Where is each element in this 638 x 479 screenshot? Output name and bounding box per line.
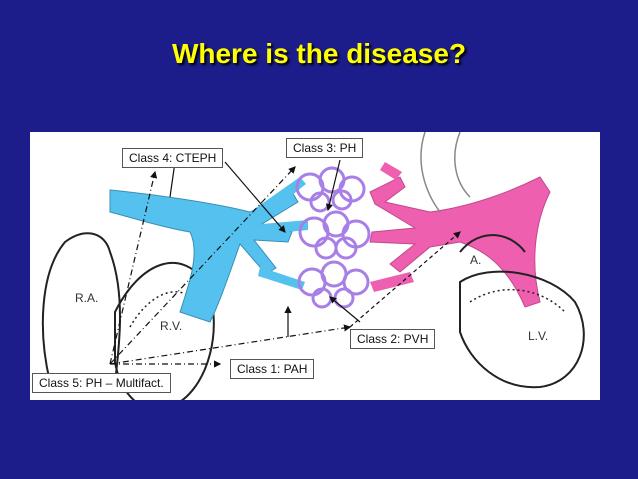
ra-label: R.A. — [75, 291, 98, 305]
right-ventricle-outline — [114, 262, 215, 411]
lv-label: L.V. — [528, 329, 548, 343]
class4-label: Class 4: CTEPH — [122, 148, 224, 168]
right-atrium-outline — [41, 232, 121, 383]
pointer-lines — [109, 159, 461, 368]
capillary-bed-upper — [295, 166, 366, 213]
class2-label: Class 2: PVH — [350, 329, 436, 349]
class5-label: Class 5: PH – Multifact. — [32, 373, 171, 393]
left-ventricle-outline — [459, 270, 585, 389]
left-atrium-outline — [459, 234, 526, 253]
capillary-bed-middle — [298, 210, 371, 260]
class3-label: Class 3: PH — [286, 138, 364, 158]
pulmonary-vein — [369, 176, 551, 308]
bottom-band — [30, 400, 600, 440]
slide-title: Where is the disease? — [171, 38, 467, 69]
rv-label: R.V. — [160, 319, 182, 333]
heart-lung-diagram: R.A. R.V. A. L.V. — [30, 132, 600, 440]
pulmonary-artery — [109, 189, 299, 323]
circulation-illustration: R.A. R.V. A. L.V. — [30, 132, 600, 440]
la-label: A. — [470, 253, 481, 267]
class1-label: Class 1: PAH — [230, 359, 315, 379]
aorta-outline — [420, 132, 441, 213]
